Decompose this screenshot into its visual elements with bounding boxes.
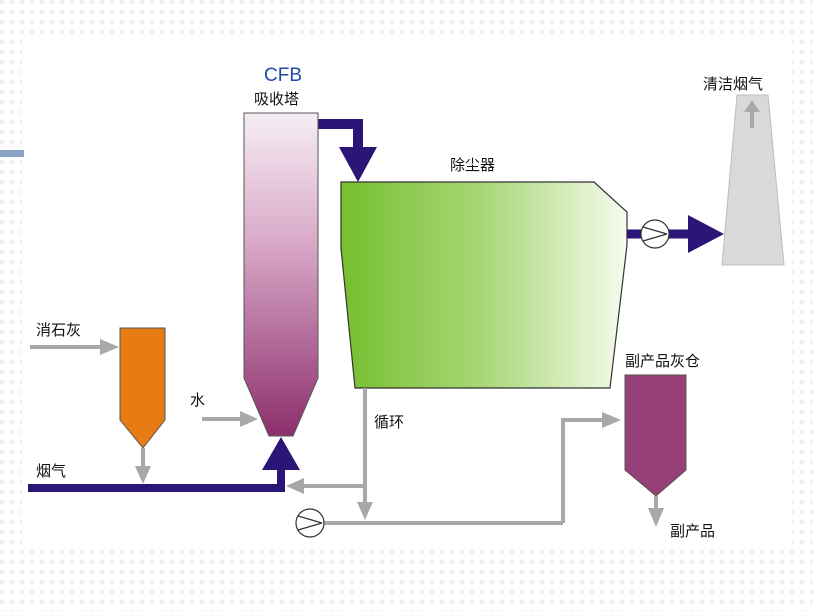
- stack-exhaust-arrowhead: [744, 100, 760, 112]
- water-feed-arrowhead: [240, 411, 258, 427]
- dust-collector-label: 除尘器: [450, 156, 495, 174]
- byproduct-silo-label: 副产品灰仓: [625, 352, 700, 370]
- byproduct-label: 副产品: [670, 522, 715, 540]
- slaked-lime-label: 消石灰: [36, 321, 81, 339]
- dust-collector: [340, 181, 628, 389]
- recirculation-down-arrowhead: [357, 502, 373, 520]
- recirculation-label: 循环: [374, 413, 404, 431]
- flue-gas-inlet-duct: [28, 468, 285, 492]
- cfb-label: CFB: [264, 65, 302, 86]
- lime-hopper: [119, 327, 166, 449]
- lime-drop-arrowhead: [135, 466, 151, 484]
- absorber-outlet-arrowhead: [339, 147, 377, 182]
- stack: [721, 94, 785, 266]
- fan-icon: [295, 508, 325, 538]
- flue-gas-label: 烟气: [36, 462, 66, 480]
- water-label: 水: [190, 391, 205, 409]
- byproduct-silo: [624, 374, 687, 497]
- absorber-label: 吸收塔: [254, 90, 299, 108]
- byproduct-drop-arrowhead: [648, 508, 664, 527]
- fan-icon: [640, 219, 670, 249]
- transport-riser-line: [561, 418, 604, 523]
- stack-duct-arrowhead: [688, 215, 724, 253]
- clean-flue-gas-label: 清洁烟气: [703, 75, 763, 93]
- transport-arrowhead: [602, 412, 621, 428]
- recirculation-return-arrowhead: [286, 478, 304, 494]
- absorber-tower: [243, 112, 319, 437]
- absorber-outlet-duct: [318, 119, 363, 147]
- lime-feed-arrowhead: [100, 339, 119, 355]
- flue-gas-inlet-arrowhead: [262, 437, 300, 470]
